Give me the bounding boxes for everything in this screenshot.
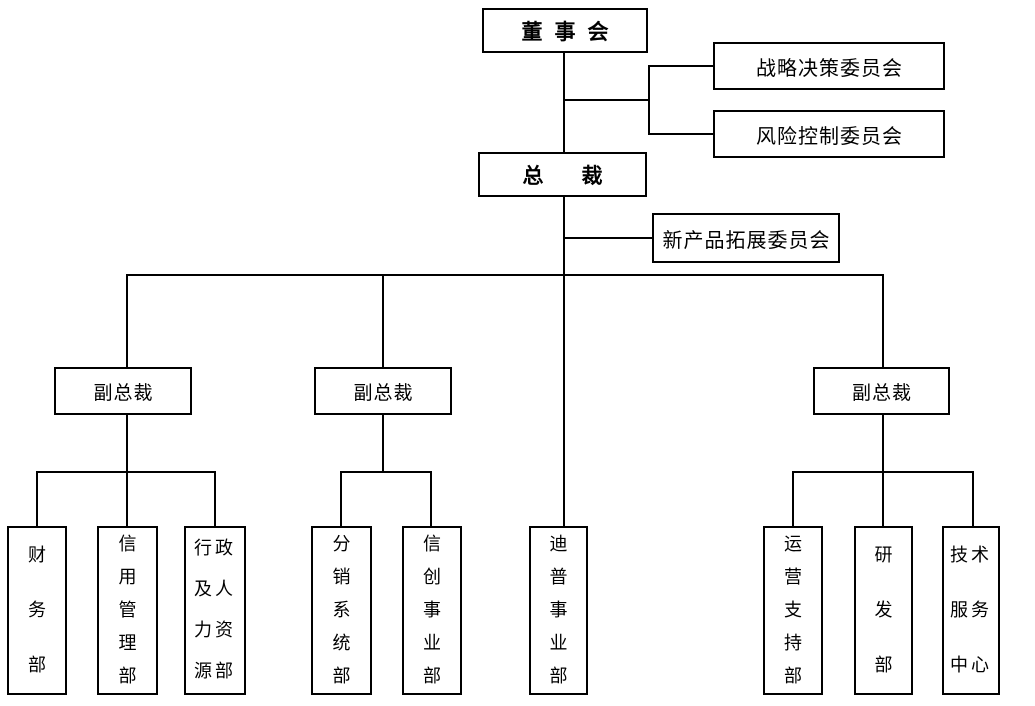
node-xinchuang-business-department: 信 创 事 业 部 <box>402 526 462 695</box>
connector-admin-hr-drop <box>214 471 216 526</box>
connector-vp-left-top <box>126 274 128 367</box>
node-vp-right: 副总裁 <box>813 367 950 415</box>
node-board-label: 董事会 <box>521 19 621 44</box>
connector-committees-vertical <box>648 65 650 135</box>
node-president-label: 总裁 <box>522 163 641 188</box>
node-distribution-system-department: 分 销 系 统 部 <box>311 526 372 695</box>
node-new-product-committee: 新产品拓展委员会 <box>652 213 840 263</box>
connector-vp-right-bottom <box>882 415 884 473</box>
connector-rnd-drop <box>882 471 884 526</box>
node-risk-committee: 风险控制委员会 <box>713 110 945 158</box>
connector-vp-right-top <box>882 274 884 367</box>
connector-committees-stem <box>563 99 650 101</box>
connector-new-product-committee <box>563 237 652 239</box>
connector-vp-left-bottom <box>126 415 128 473</box>
node-president: 总裁 <box>478 152 647 197</box>
connector-vp-middle-top <box>382 274 384 367</box>
connector-xinchuang-drop <box>430 471 432 526</box>
node-vp-left: 副总裁 <box>54 367 192 415</box>
connector-credit-drop <box>126 471 128 526</box>
node-vp-right-label: 副总裁 <box>851 382 912 404</box>
connector-board-president <box>563 53 565 153</box>
node-board: 董事会 <box>482 8 648 53</box>
connector-main-horizontal <box>126 274 884 276</box>
connector-distribution-drop <box>340 471 342 526</box>
node-operations-support-department: 运 营 支 持 部 <box>763 526 823 695</box>
node-dipu-business-department: 迪 普 事 业 部 <box>529 526 588 695</box>
connector-vp-middle-bottom <box>382 415 384 473</box>
connector-president-down <box>563 197 565 526</box>
connector-risk-committee <box>648 133 713 135</box>
node-strategy-committee-label: 战略决策委员会 <box>756 57 903 80</box>
node-credit-management-department: 信 用 管 理 部 <box>97 526 158 695</box>
node-risk-committee-label: 风险控制委员会 <box>756 125 903 148</box>
node-new-product-committee-label: 新产品拓展委员会 <box>662 229 831 252</box>
connector-finance-drop <box>36 471 38 526</box>
node-tech-service-center: 技术 服务 中心 <box>942 526 1000 695</box>
connector-strategy-committee <box>648 65 713 67</box>
connector-group-middle-horizontal <box>340 471 432 473</box>
node-rnd-department: 研 发 部 <box>854 526 913 695</box>
node-vp-left-label: 副总裁 <box>93 382 154 404</box>
node-vp-middle-label: 副总裁 <box>353 382 414 404</box>
connector-tech-service-drop <box>972 471 974 526</box>
node-vp-middle: 副总裁 <box>314 367 452 415</box>
node-admin-hr-department: 行政 及人 力资 源部 <box>184 526 246 695</box>
node-strategy-committee: 战略决策委员会 <box>713 42 945 90</box>
node-finance-department: 财 务 部 <box>7 526 67 695</box>
connector-ops-support-drop <box>792 471 794 526</box>
